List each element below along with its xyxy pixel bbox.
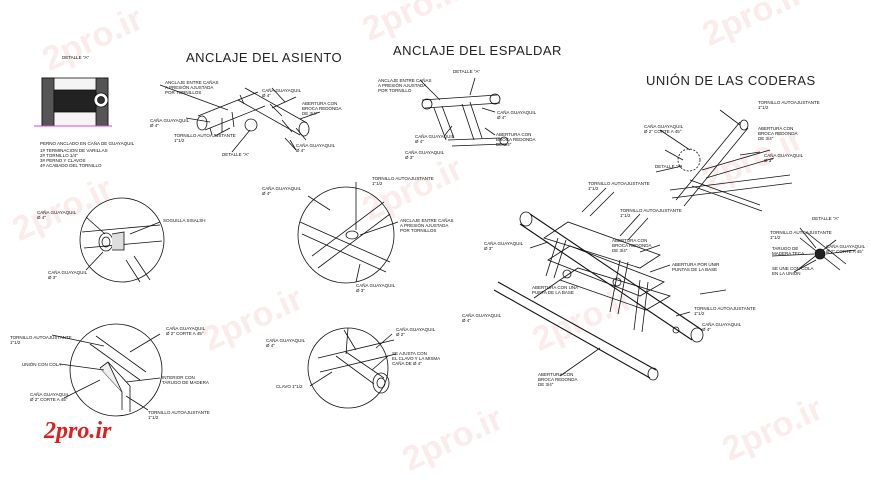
backrest-label: ABERTURA CON BROCA REDONDA DE 3/4" bbox=[496, 132, 536, 147]
circle3-label: TORNILLO AUTOAJUSTANTE 1"1/2 bbox=[148, 410, 210, 420]
armrest-label: TORNILLO AUTOAJUSTANTE 1"1/2 bbox=[588, 181, 650, 191]
detail-circle-4 bbox=[307, 327, 397, 409]
detail-a-drawing bbox=[34, 77, 112, 127]
circle3-label: TORNILLO AUTOAJUSTANTE 1"1/2 bbox=[10, 335, 72, 345]
seat-label: CAÑA GUAYAQUIL Ø 4" bbox=[150, 118, 190, 128]
chair-label: CAÑA GUAYAQUIL Ø 3" bbox=[484, 241, 524, 251]
circle4-label: SE AJUSTA CON EL CLAVO Y LA MISMA CAÑA D… bbox=[392, 351, 441, 366]
circle1-label: CAÑA GUAYAQUIL Ø 3" bbox=[48, 270, 88, 280]
detail-a-right-drawing bbox=[771, 227, 857, 273]
chair-label: CAÑA GUAYAQUIL Ø 4" bbox=[702, 322, 742, 332]
seat-label: CAÑA GUAYAQUIL Ø 4" bbox=[296, 143, 336, 153]
detail-a-right-label: TARUGO DE MADERA TECA bbox=[772, 246, 805, 256]
circle4-label: CAÑA GUAYAQUIL Ø 2" bbox=[396, 327, 436, 337]
detail-a-note: 3# PERNO Y CLAVOS bbox=[40, 158, 86, 163]
detail-circle-2 bbox=[297, 182, 399, 284]
circle2-label: TORNILLO AUTOAJUSTANTE 1"1/2 bbox=[372, 176, 434, 186]
circle4-label: CLAVO 1"1/2 bbox=[276, 384, 303, 389]
backrest-label: CAÑA GUAYAQUIL Ø 4" bbox=[497, 110, 537, 120]
title-union-coderas: UNIÓN DE LAS CODERAS bbox=[646, 73, 816, 88]
seat-label: DETALLE "A" bbox=[222, 152, 250, 157]
circle3-label: INTERIOR CON TARUGO DE MADERA bbox=[162, 375, 209, 385]
detail-a-note: 1# TERMINACION DE VARILLAS bbox=[40, 148, 108, 153]
backrest-label: DETALLE "A" bbox=[453, 69, 481, 74]
chair-label: ABERTURA POR UNIR PUNTAS DE LA BASE bbox=[672, 262, 720, 272]
armrest-label: CAÑA GUAYAQUIL Ø 3" bbox=[764, 153, 804, 163]
armrest-label: ABERTURA CON BROCA REDONDA DE 3/4" bbox=[758, 126, 798, 141]
chair-label: ABERTURA CON BROCA REDONDA DE 3/4" bbox=[612, 238, 652, 253]
detail-a-title: DETALLE "A" bbox=[62, 55, 90, 60]
circle2-label: ANCLAJE ENTRE CAÑAS A PRESIÓN AJUSTADA P… bbox=[400, 218, 454, 233]
armrest-label: TORNILLO AUTOAJUSTANTE 1"1/2 bbox=[620, 208, 682, 218]
circle3-label: UNIÓN CON COLA bbox=[22, 362, 62, 367]
detail-a-caption: PERNO ANCLADO EN CAÑA DE GUAYAQUIL bbox=[40, 141, 135, 146]
circle1-label: CAÑA GUAYAQUIL Ø 4" bbox=[37, 210, 77, 220]
circle4-label: CAÑA GUAYAQUIL Ø 4" bbox=[266, 338, 306, 348]
chair-label: ABERTURA CON UNA PUNTA DE LA BASE bbox=[532, 285, 579, 295]
detail-a-right-label: TORNILLO AUTOAJUSTANTE 1"1/2 bbox=[770, 230, 832, 240]
circle1-label: SOGUILLA SISALSH bbox=[163, 218, 206, 223]
backrest-label: ANCLAJE ENTRE CAÑAS A PRESIÓN AJUSTADA P… bbox=[378, 78, 432, 93]
circle3-label: CAÑA GUAYAQUIL Ø 2" CORTE A 45° bbox=[30, 392, 70, 402]
site-logo[interactable]: 2pro.ir bbox=[44, 418, 112, 444]
circle2-label: CAÑA GUAYAQUIL Ø 3" bbox=[356, 283, 396, 293]
detail-a-right-label: DETALLE "A" bbox=[812, 216, 840, 221]
backrest-anchor-drawing bbox=[419, 77, 509, 147]
detail-circle-1 bbox=[79, 197, 165, 283]
seat-label: TORNILLO AUTOAJUSTANTE 1"1/2 bbox=[174, 133, 236, 143]
backrest-label: CAÑA GUAYAQUIL Ø 4" bbox=[415, 134, 455, 144]
detail-a-right-label: SE UNE CON COLA EN LA UNIÓN bbox=[772, 266, 814, 276]
chair-label: TORNILLO AUTOAJUSTANTE 1"1/2 bbox=[694, 306, 756, 316]
chair-label: ABERTURA CON BROCA REDONDA DE 3/4" bbox=[538, 372, 578, 387]
detail-circle-3 bbox=[51, 323, 163, 417]
detail-a-note: 4# ACABADO DEL TORNILLO bbox=[40, 163, 102, 168]
seat-label: CAÑA GUAYAQUIL Ø 4" bbox=[262, 88, 302, 98]
armrest-label: CAÑA GUAYAQUIL Ø 2" CORTE A 45° bbox=[644, 124, 684, 134]
circle3-label: CAÑA GUAYAQUIL Ø 2" CORTE A 45° bbox=[166, 326, 206, 336]
armrest-label: TORNILLO AUTOAJUSTANTE 1"1/2 bbox=[758, 100, 820, 110]
title-anclaje-asiento: ANCLAJE DEL ASIENTO bbox=[186, 50, 343, 65]
detail-a-note: 2# TORNILLO 1/4" bbox=[40, 153, 78, 158]
armrest-joint-drawing bbox=[655, 109, 793, 212]
chair-isometric-drawing bbox=[493, 187, 727, 381]
seat-label: ABERTURA CON BROCA REDONDA DE 3/4" bbox=[302, 101, 342, 116]
seat-label: ANCLAJE ENTRE CAÑAS A PRESIÓN AJUSTADA P… bbox=[165, 80, 219, 95]
chair-label: CAÑA GUAYAQUIL Ø 4" bbox=[462, 313, 502, 323]
detail-a-right-label: CAÑA GUAYAQUIL Ø 2" CORTE A 45° bbox=[826, 244, 866, 254]
seat-anchor-drawing bbox=[159, 84, 321, 153]
backrest-label: CAÑA GUAYAQUIL Ø 3" bbox=[405, 150, 445, 160]
title-anclaje-espaldar: ANCLAJE DEL ESPALDAR bbox=[393, 43, 562, 58]
armrest-label: DETALLE "A" bbox=[655, 164, 683, 169]
circle2-label: CAÑA GUAYAQUIL Ø 4" bbox=[262, 186, 302, 196]
